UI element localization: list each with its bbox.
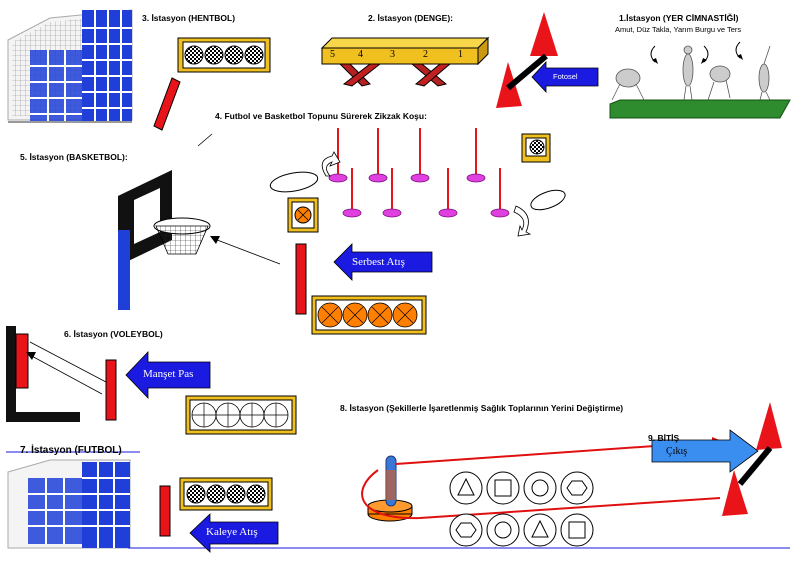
shape-balls-top (449, 471, 594, 505)
beam-number: 2 (423, 49, 428, 60)
fotosel-arrow (531, 60, 599, 94)
football-box-small (287, 197, 319, 233)
start-cone-top (530, 12, 558, 56)
volleyball-line (105, 359, 117, 421)
football-shot-line (159, 485, 171, 537)
gymnastics-mat (609, 99, 791, 119)
beam-number: 4 (358, 49, 363, 60)
return-path (361, 469, 721, 520)
station-1-subtitle: Amut, Düz Takla, Yarım Burgu ve Ters (615, 25, 742, 34)
station-7-title: 7. İstasyon (FUTBOL) (20, 445, 122, 456)
station-5-title: 5. İstasyon (BASKETBOL): (20, 152, 128, 162)
station-8-title: 8. İstasyon (Şekillerle İşaretlenmiş Sağ… (340, 403, 624, 413)
manset-pas-arrow (125, 351, 211, 399)
beam-number: 1 (458, 49, 463, 60)
basketball-balls-box (311, 295, 427, 335)
football-balls-box (179, 477, 273, 511)
basketball-hoop (118, 170, 211, 310)
football-goal (7, 459, 131, 549)
zigzag-poles (328, 128, 510, 218)
cikis-arrow (651, 429, 759, 473)
volleyball-wall (6, 326, 80, 422)
serbest-atis-label: Serbest Atış (352, 256, 405, 268)
finish-cone-bottom (722, 470, 748, 516)
free-throw-line (295, 243, 307, 315)
zigzag-ball-box (521, 133, 551, 163)
gymnast-figures (611, 45, 771, 101)
volleyball-balls-box (185, 395, 297, 435)
handball-goal (7, 9, 133, 123)
balance-beam (320, 36, 490, 87)
manset-pas-label: Manşet Pas (143, 368, 194, 380)
station-4-title: 4. Futbol ve Basketbol Topunu Sürerek Zi… (215, 111, 427, 121)
station-6-title: 6. İstasyon (VOLEYBOL) (64, 329, 163, 339)
beam-number: 3 (390, 49, 395, 60)
station-2-title: 2. İstasyon (DENGE): (368, 13, 454, 23)
cikis-label: Çıkış (666, 446, 688, 457)
handball-throw-line (153, 77, 181, 131)
kaleye-atis-label: Kaleye Atış (206, 526, 258, 538)
kaleye-atis-arrow (189, 513, 279, 553)
handball-balls-box (177, 37, 271, 73)
station-9-title: 9. BİTİŞ (648, 433, 680, 443)
station-1-title: 1.İstasyon (YER CİMNASTİĞİ) (619, 13, 739, 23)
serbest-atis-arrow (333, 243, 433, 281)
shape-balls-bottom (449, 513, 594, 547)
finish-cone-top (756, 402, 782, 450)
station-3-title: 3. İstasyon (HENTBOL) (142, 13, 236, 23)
beam-number: 5 (330, 49, 335, 60)
fotosel-label: Fotosel (553, 72, 578, 81)
